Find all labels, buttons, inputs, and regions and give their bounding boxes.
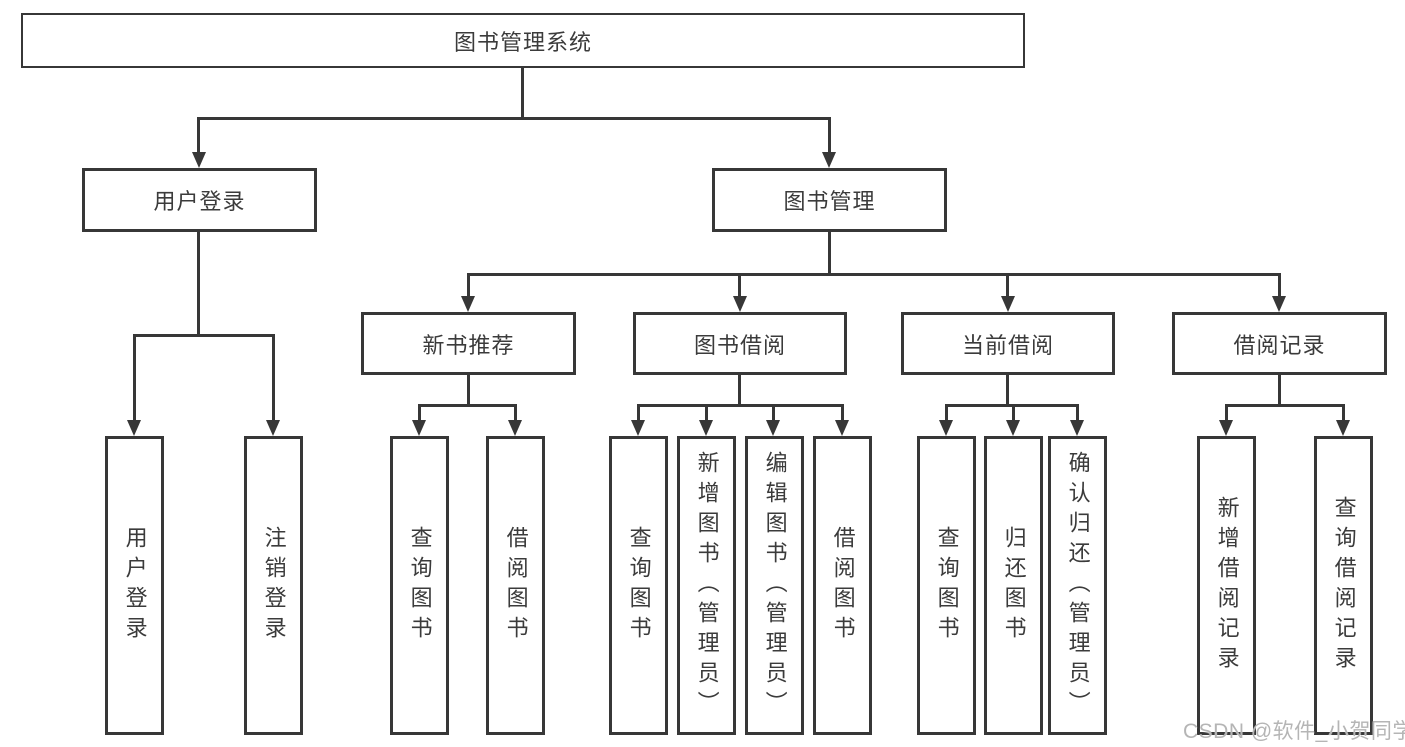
connector-line xyxy=(1278,273,1281,299)
connector-line xyxy=(945,404,948,423)
leaf-label: 查询图书 xyxy=(407,525,433,646)
leaf-label: 查询图书 xyxy=(934,525,960,646)
leaf-nbr-query-books: 查询图书 xyxy=(390,436,449,735)
connector-line xyxy=(197,232,200,336)
connector-line xyxy=(467,273,1281,276)
leaf-label: 借阅图书 xyxy=(503,525,529,646)
leaf-label: 查询图书 xyxy=(626,525,652,646)
node-book-borrow: 图书借阅 xyxy=(633,312,847,375)
leaf-br-add-record: 新增借阅记录 xyxy=(1197,436,1256,735)
leaf-bb-edit-books-admin: 编辑图书（管理员） xyxy=(745,436,804,735)
connector-line xyxy=(637,404,640,423)
arrow-down-icon xyxy=(631,420,645,436)
arrow-down-icon xyxy=(939,420,953,436)
leaf-nbr-borrow-books: 借阅图书 xyxy=(486,436,545,735)
arrow-down-icon xyxy=(461,296,475,312)
arrow-down-icon xyxy=(1272,296,1286,312)
leaf-label: 注销登录 xyxy=(261,525,287,646)
connector-line xyxy=(514,404,517,423)
leaf-label: 查询借阅记录 xyxy=(1331,495,1357,676)
connector-line xyxy=(1278,375,1281,406)
arrow-down-icon xyxy=(412,420,426,436)
arrow-down-icon xyxy=(733,296,747,312)
connector-line xyxy=(272,334,275,422)
connector-line xyxy=(418,404,421,423)
arrow-down-icon xyxy=(699,420,713,436)
arrow-down-icon xyxy=(1001,296,1015,312)
leaf-br-query-record: 查询借阅记录 xyxy=(1314,436,1373,735)
connector-line xyxy=(1225,404,1345,407)
connector-line xyxy=(467,273,470,299)
connector-line xyxy=(521,68,524,119)
watermark-text: CSDN @软件_小贺同学 xyxy=(1183,720,1405,743)
leaf-cb-confirm-return-admin: 确认归还（管理员） xyxy=(1048,436,1107,735)
arrow-down-icon xyxy=(508,420,522,436)
leaf-cb-query-books: 查询图书 xyxy=(917,436,976,735)
connector-line xyxy=(828,232,831,275)
connector-line xyxy=(1076,404,1079,423)
leaf-label: 借阅图书 xyxy=(830,525,856,646)
connector-line xyxy=(1012,404,1015,423)
arrow-down-icon xyxy=(127,420,141,436)
connector-line xyxy=(133,334,136,422)
connector-line xyxy=(738,273,741,299)
leaf-label: 归还图书 xyxy=(1001,525,1027,646)
node-root: 图书管理系统 xyxy=(21,13,1025,68)
leaf-bb-query-books: 查询图书 xyxy=(609,436,668,735)
node-current-borrow: 当前借阅 xyxy=(901,312,1115,375)
leaf-label: 新增图书（管理员） xyxy=(694,450,720,721)
connector-line xyxy=(637,404,844,407)
arrow-down-icon xyxy=(1070,420,1084,436)
arrow-down-icon xyxy=(835,420,849,436)
connector-line xyxy=(841,404,844,423)
arrow-down-icon xyxy=(766,420,780,436)
arrow-down-icon xyxy=(1336,420,1350,436)
connector-line xyxy=(418,404,517,407)
connector-line xyxy=(1225,404,1228,423)
connector-line xyxy=(467,375,470,406)
leaf-cb-return-books: 归还图书 xyxy=(984,436,1043,735)
connector-line xyxy=(772,404,775,423)
leaf-user-login: 用户登录 xyxy=(105,436,164,735)
node-book-management: 图书管理 xyxy=(712,168,947,232)
connector-line xyxy=(828,117,831,155)
node-borrow-records: 借阅记录 xyxy=(1172,312,1387,375)
arrow-down-icon xyxy=(266,420,280,436)
leaf-bb-borrow-books: 借阅图书 xyxy=(813,436,872,735)
leaf-logout: 注销登录 xyxy=(244,436,303,735)
connector-line xyxy=(705,404,708,423)
node-new-book-recommend: 新书推荐 xyxy=(361,312,576,375)
arrow-down-icon xyxy=(822,152,836,168)
leaf-label: 用户登录 xyxy=(122,525,148,646)
connector-line xyxy=(1006,273,1009,299)
leaf-bb-add-books-admin: 新增图书（管理员） xyxy=(677,436,736,735)
leaf-label: 确认归还（管理员） xyxy=(1065,450,1091,721)
leaf-label: 新增借阅记录 xyxy=(1214,495,1240,676)
connector-line xyxy=(1342,404,1345,423)
connector-line xyxy=(197,117,831,120)
arrow-down-icon xyxy=(1006,420,1020,436)
node-user-login: 用户登录 xyxy=(82,168,317,232)
connector-line xyxy=(133,334,275,337)
connector-line xyxy=(1006,375,1009,406)
leaf-label: 编辑图书（管理员） xyxy=(762,450,788,721)
connector-line xyxy=(738,375,741,406)
arrow-down-icon xyxy=(192,152,206,168)
connector-line xyxy=(197,117,200,155)
arrow-down-icon xyxy=(1219,420,1233,436)
